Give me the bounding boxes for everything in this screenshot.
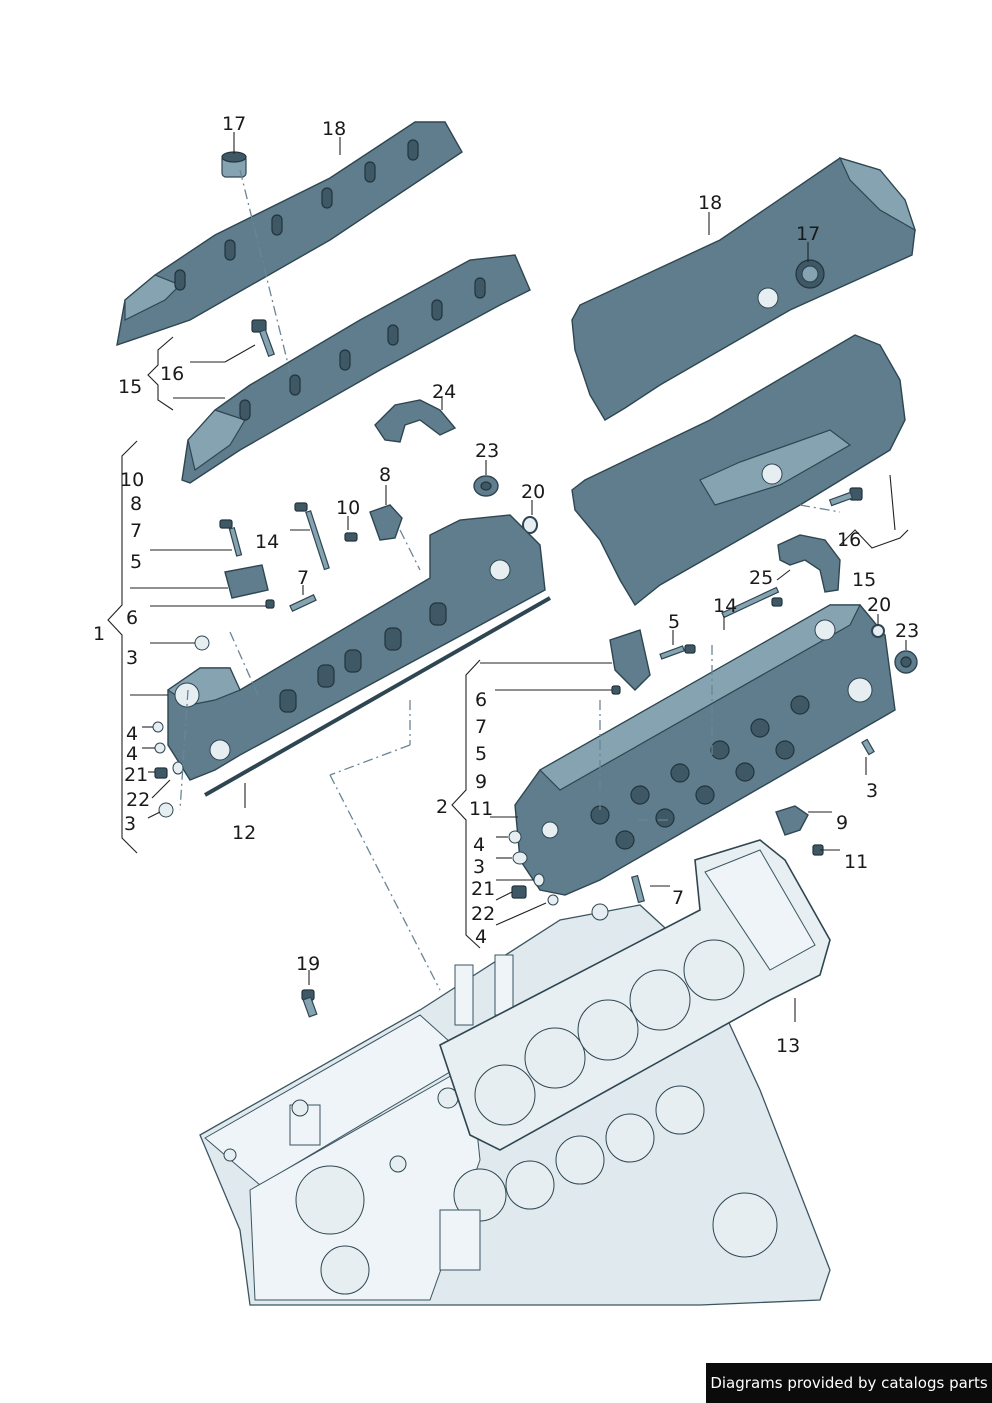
callout-17-left: 17 — [222, 113, 246, 135]
attribution-footer: Diagrams provided by catalogs parts — [706, 1363, 992, 1403]
callout-7-right-list: 7 — [475, 716, 487, 738]
callout-7-left: 7 — [297, 567, 309, 589]
callout-4-right-b: 4 — [475, 926, 487, 948]
bracket-24 — [374, 399, 457, 443]
callout-3-right-b: 3 — [866, 780, 878, 802]
callout-23-left: 23 — [475, 440, 499, 462]
callout-22-right: 22 — [471, 903, 495, 925]
callout-20-right: 20 — [867, 594, 891, 616]
callout-1: 1 — [93, 623, 105, 645]
callout-11-right: 11 — [844, 851, 868, 873]
seal-strip-12 — [204, 596, 551, 797]
callout-2: 2 — [436, 796, 448, 818]
right-cylinder-head — [514, 604, 896, 896]
left-cylinder-head-cover — [181, 254, 531, 484]
callout-6-list: 6 — [126, 607, 138, 629]
callout-16-right: 16 — [837, 529, 861, 551]
left-small-parts — [152, 502, 403, 818]
callout-9-right-list: 9 — [475, 771, 487, 793]
callout-4-left-b: 4 — [126, 743, 138, 765]
bolt-16-left — [251, 319, 276, 358]
leader-lines — [107, 132, 909, 1022]
callout-5-list: 5 — [130, 551, 142, 573]
callout-8-left: 8 — [379, 464, 391, 486]
callout-25: 25 — [749, 567, 773, 589]
callout-14-right: 14 — [713, 595, 737, 617]
callout-21-left: 21 — [124, 764, 148, 786]
callout-24: 24 — [432, 381, 456, 403]
callout-6-right: 6 — [475, 689, 487, 711]
left-cylinder-head — [166, 514, 546, 781]
callout-16-left: 16 — [160, 363, 184, 385]
callout-18-right: 18 — [698, 192, 722, 214]
bolt-16-right — [828, 487, 863, 507]
bolt-19 — [301, 989, 318, 1018]
callout-5-right-list: 5 — [475, 743, 487, 765]
cylinder-head-gasket — [439, 839, 831, 1151]
seal-23-right — [894, 650, 918, 674]
callout-7-list: 7 — [130, 520, 142, 542]
cover-louvres — [174, 139, 419, 291]
callout-4-right-a: 4 — [473, 834, 485, 856]
callout-10-list: 10 — [120, 469, 144, 491]
left-engine-cover — [116, 121, 463, 347]
callout-10-left: 10 — [336, 497, 360, 519]
oil-filler-cap-left — [221, 151, 247, 178]
callout-21-right: 21 — [471, 878, 495, 900]
o-ring-20-left — [522, 516, 538, 534]
callout-3-right-a: 3 — [473, 856, 485, 878]
callout-15-right: 15 — [852, 569, 876, 591]
callout-17-right: 17 — [796, 223, 820, 245]
callout-22-left: 22 — [126, 789, 150, 811]
bracket-25 — [777, 534, 841, 593]
right-engine-cover — [571, 157, 917, 421]
callout-3-left-a: 3 — [126, 647, 138, 669]
callout-14-left: 14 — [255, 531, 279, 553]
seal-23-left — [473, 475, 499, 497]
callout-4-left-a: 4 — [126, 723, 138, 745]
right-cylinder-head-cover — [571, 334, 906, 607]
callout-13: 13 — [776, 1035, 800, 1057]
assembly-centerlines — [179, 169, 841, 991]
camshaft-bores-right — [590, 695, 810, 850]
callout-labels: 17 18 16 15 24 23 20 8 10 14 7 10 8 7 5 … — [93, 113, 919, 1057]
callout-20-left: 20 — [521, 481, 545, 503]
callout-7-right: 7 — [672, 887, 684, 909]
callout-18-left: 18 — [322, 118, 346, 140]
callout-3-left-b: 3 — [124, 813, 136, 835]
callout-11-right-list: 11 — [469, 798, 493, 820]
callout-5-right: 5 — [668, 611, 680, 633]
valve-ports-left — [279, 602, 447, 713]
callout-12: 12 — [232, 822, 256, 844]
callout-23-right: 23 — [895, 620, 919, 642]
oil-filler-cap-right — [795, 259, 825, 289]
callout-15-left: 15 — [118, 376, 142, 398]
callout-9-right: 9 — [836, 812, 848, 834]
right-small-parts — [508, 586, 918, 906]
callout-8-list: 8 — [130, 493, 142, 515]
callout-19: 19 — [296, 953, 320, 975]
